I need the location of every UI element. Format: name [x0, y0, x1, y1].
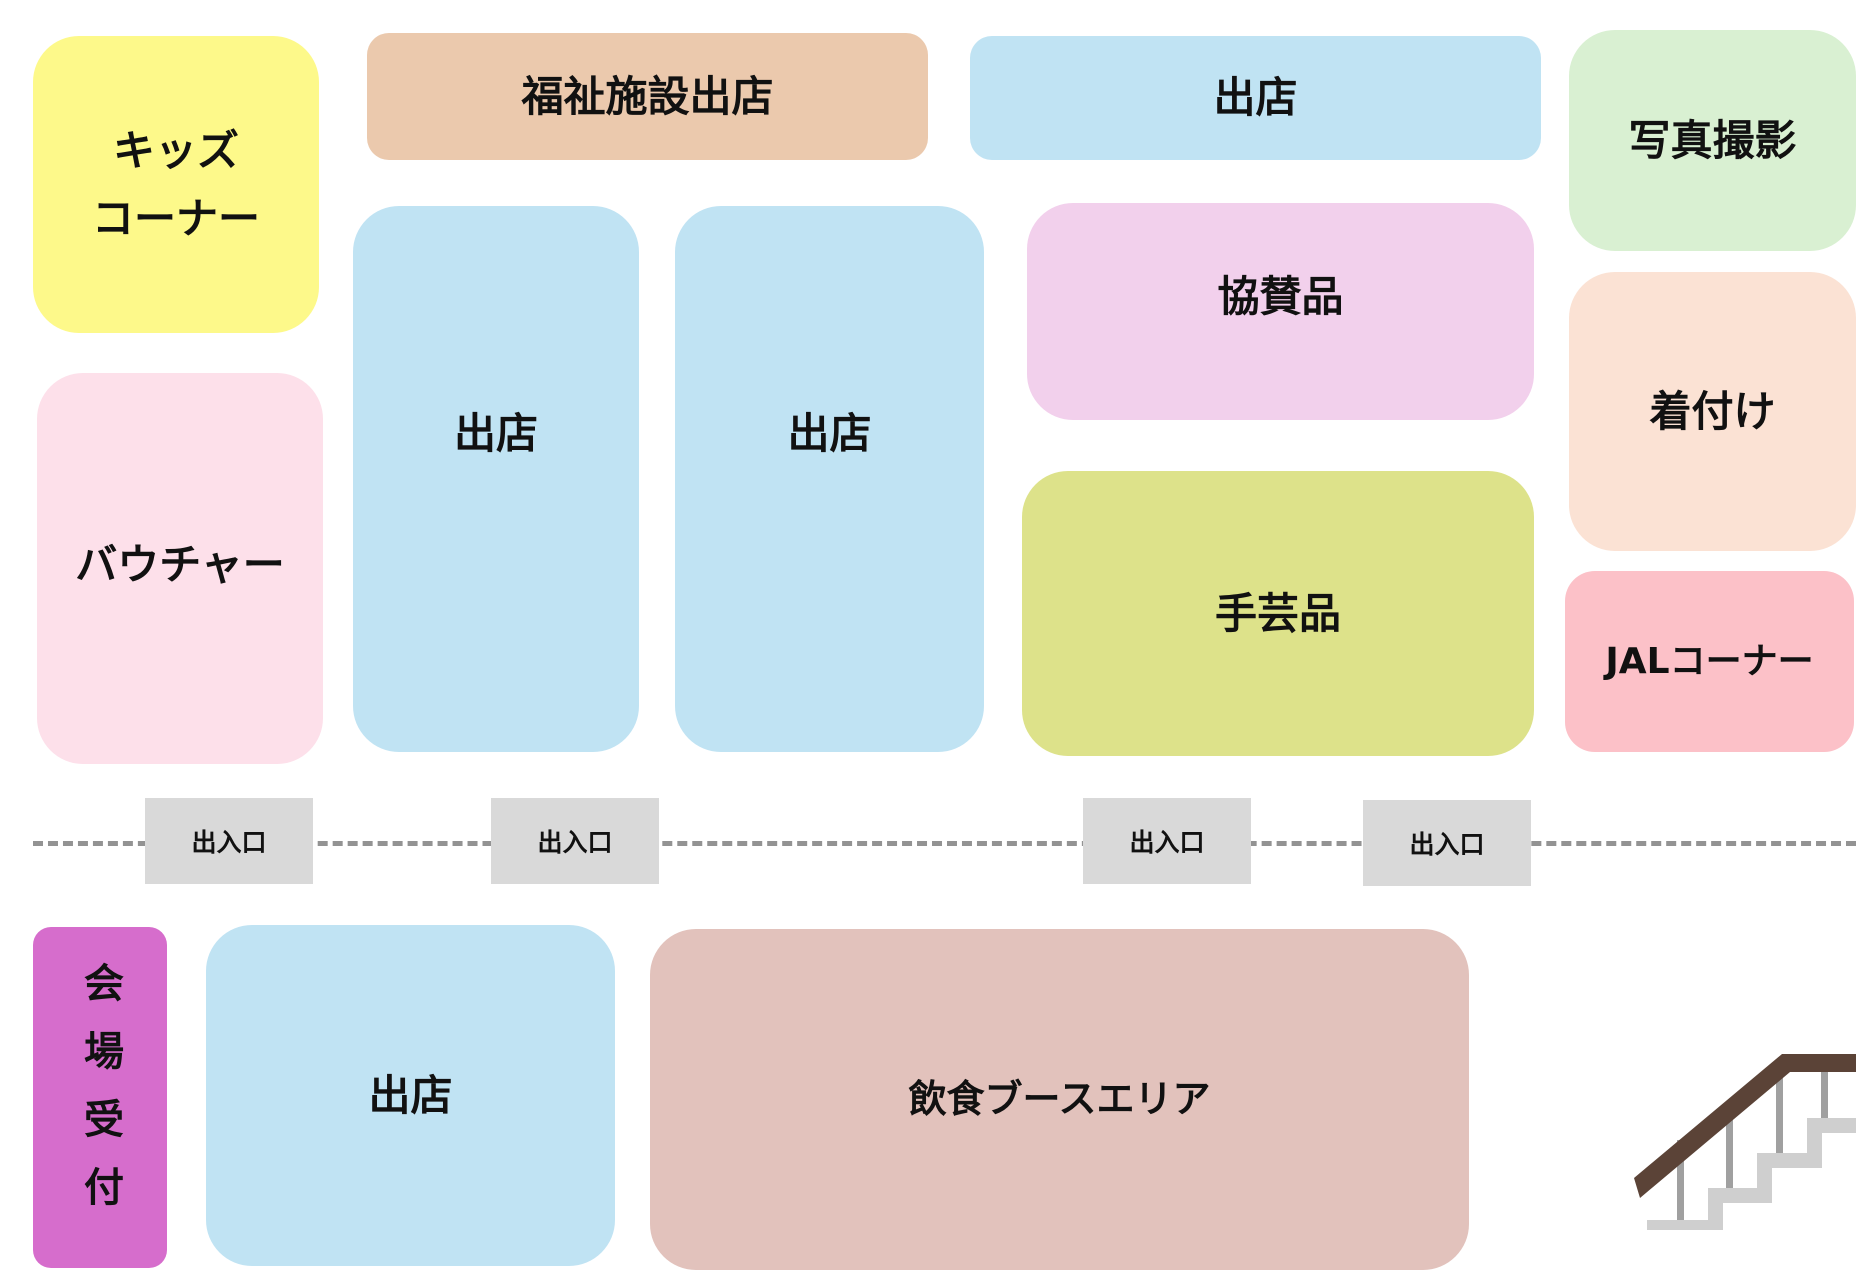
kimono-dressing-area: 着付け	[1569, 272, 1856, 551]
shop-area-col2: 出店	[675, 206, 984, 752]
shop-area-top: 出店	[970, 36, 1541, 160]
entrance-1: 出入口	[145, 798, 313, 884]
stairs-icon	[1634, 1054, 1856, 1230]
entrance-3: 出入口	[1083, 798, 1251, 884]
photo-area: 写真撮影	[1569, 30, 1856, 251]
shop-area-col1: 出店	[353, 206, 639, 752]
entrance-2: 出入口	[491, 798, 659, 884]
shop-area-bottom: 出店	[206, 925, 615, 1266]
jal-corner: JALコーナー	[1565, 571, 1854, 752]
entrance-4: 出入口	[1363, 800, 1531, 886]
kids-corner-label-2: コーナー	[91, 193, 260, 243]
kids-corner-label-1: キッズ	[112, 126, 239, 176]
wall-divider	[33, 841, 1856, 846]
crafts-area: 手芸品	[1022, 471, 1534, 756]
reception-area: 会場受付	[33, 927, 167, 1268]
voucher-area: バウチャー	[37, 373, 323, 764]
food-booth-area: 飲食ブースエリア	[650, 929, 1469, 1270]
sponsor-goods-area: 協賛品	[1027, 203, 1534, 420]
kids-corner: キッズ コーナー	[33, 36, 319, 333]
welfare-shop-area: 福祉施設出店	[367, 33, 928, 160]
